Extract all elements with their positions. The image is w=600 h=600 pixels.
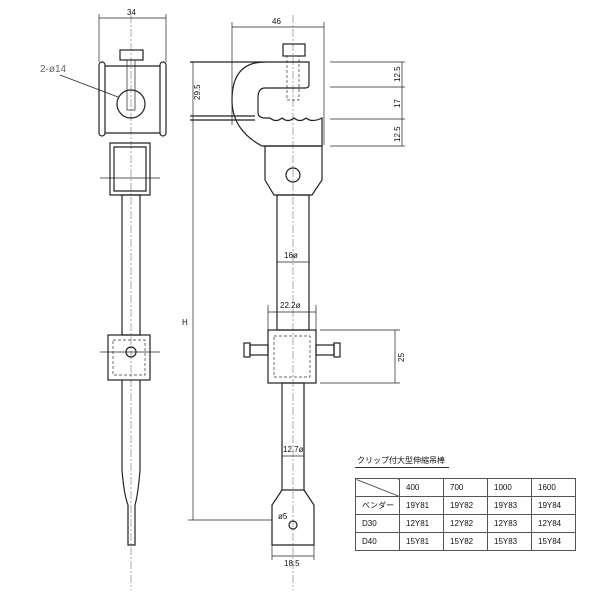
dim-12-7: 12.7ø <box>283 445 304 454</box>
holes-label: 2-ø14 <box>40 64 67 75</box>
dim-25: 25 <box>397 353 406 362</box>
cell: 19Y83 <box>487 496 532 515</box>
bolt-head <box>282 43 306 57</box>
cell: 19Y82 <box>443 496 488 515</box>
table-title: クリップ付大型伸縮吊棒 <box>355 455 449 468</box>
dim-22-2: 22.2ø <box>280 301 301 310</box>
col-header: 700 <box>443 478 488 497</box>
dim-12-5-top: 12.5 <box>393 66 402 82</box>
dim-17: 17 <box>393 99 402 108</box>
front-view: 46 29.5 H 12.5 17 12.5 16ø 22.2ø <box>182 15 406 590</box>
cell: 15Y81 <box>399 532 444 551</box>
row-label: ベンダー <box>355 496 400 515</box>
dim-46: 46 <box>272 17 281 26</box>
cell: 12Y83 <box>487 514 532 533</box>
model-table: クリップ付大型伸縮吊棒 400 700 1000 1600 ベンダー 19Y81… <box>355 450 576 551</box>
dim-34: 34 <box>127 8 136 17</box>
bolt-head <box>119 49 144 61</box>
cell: 15Y84 <box>531 532 576 551</box>
dim-12-5-bottom: 12.5 <box>393 126 402 142</box>
table-header-row: 400 700 1000 1600 <box>355 478 576 497</box>
cell: 19Y84 <box>531 496 576 515</box>
dim-16: 16ø <box>284 251 298 260</box>
table-row: ベンダー 19Y81 19Y82 19Y83 19Y84 <box>355 496 576 515</box>
cell: 12Y81 <box>399 514 444 533</box>
dim-h: H <box>182 318 188 327</box>
dim-18-5: 18.5 <box>284 559 300 568</box>
cell: 12Y84 <box>531 514 576 533</box>
cell: 15Y82 <box>443 532 488 551</box>
cell: 15Y83 <box>487 532 532 551</box>
col-header: 1600 <box>531 478 576 497</box>
dim-5: ø5 <box>278 512 288 521</box>
c-clamp <box>231 61 323 147</box>
dim-29-5: 29.5 <box>193 84 202 100</box>
row-label: D30 <box>355 514 400 533</box>
col-header: 1000 <box>487 478 532 497</box>
table-row: D40 15Y81 15Y82 15Y83 15Y84 <box>355 532 576 551</box>
table-row: D30 12Y81 12Y82 12Y83 12Y84 <box>355 514 576 533</box>
row-label: D40 <box>355 532 400 551</box>
cell: 19Y81 <box>399 496 444 515</box>
col-header: 400 <box>399 478 444 497</box>
cell: 12Y82 <box>443 514 488 533</box>
side-view: 34 <box>59 8 167 590</box>
